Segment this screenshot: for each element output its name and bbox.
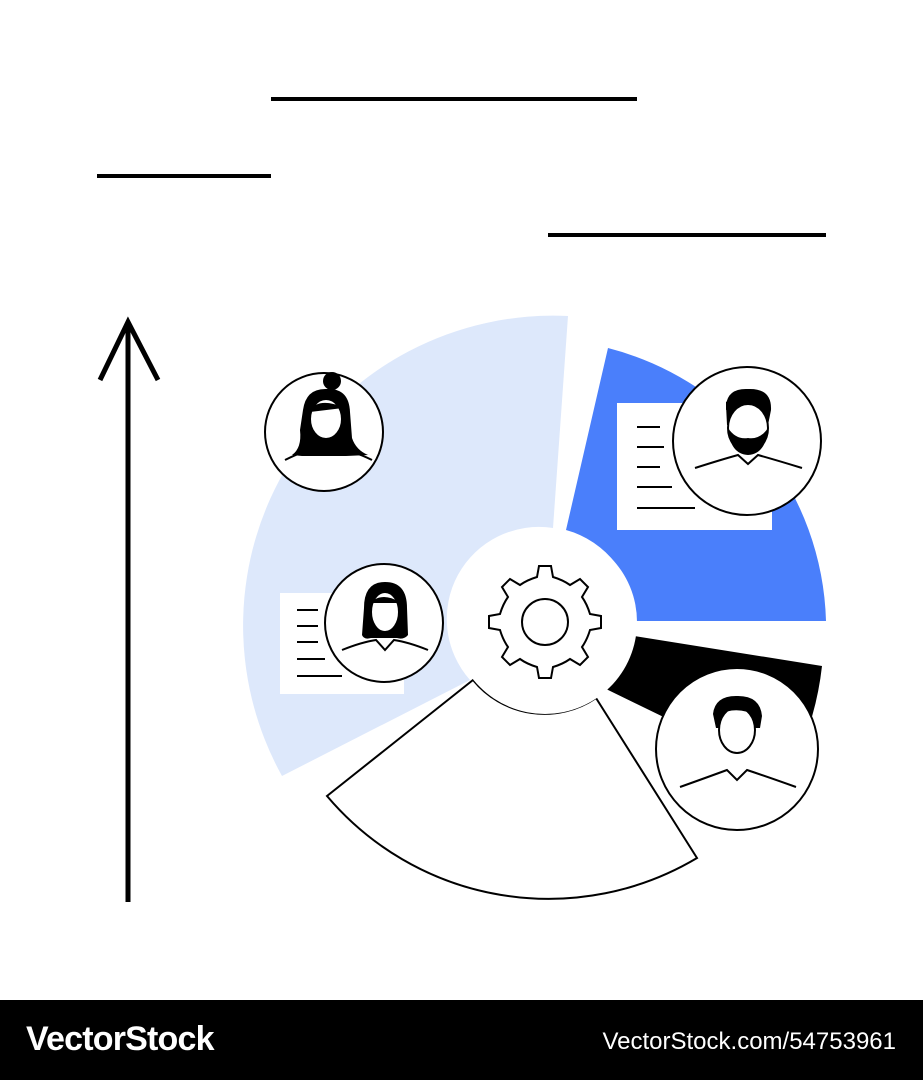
person-man-beard-icon [672,366,822,516]
brand-logo-text: VectorStock [26,1020,215,1058]
watermark-footer: VectorStock VectorStock.com/54753961 [0,1000,923,1080]
pie-segment-white [325,678,699,900]
person-man-curly-icon [655,667,819,831]
stock-id-text: VectorStock.com/54753961 [602,1028,896,1055]
gear-hub [453,530,637,714]
up-arrow-icon [97,316,161,902]
gear-icon [488,565,602,679]
person-woman-bob-icon [324,563,444,683]
team-chart-illustration [97,97,826,902]
person-woman-bun-icon [264,372,384,492]
